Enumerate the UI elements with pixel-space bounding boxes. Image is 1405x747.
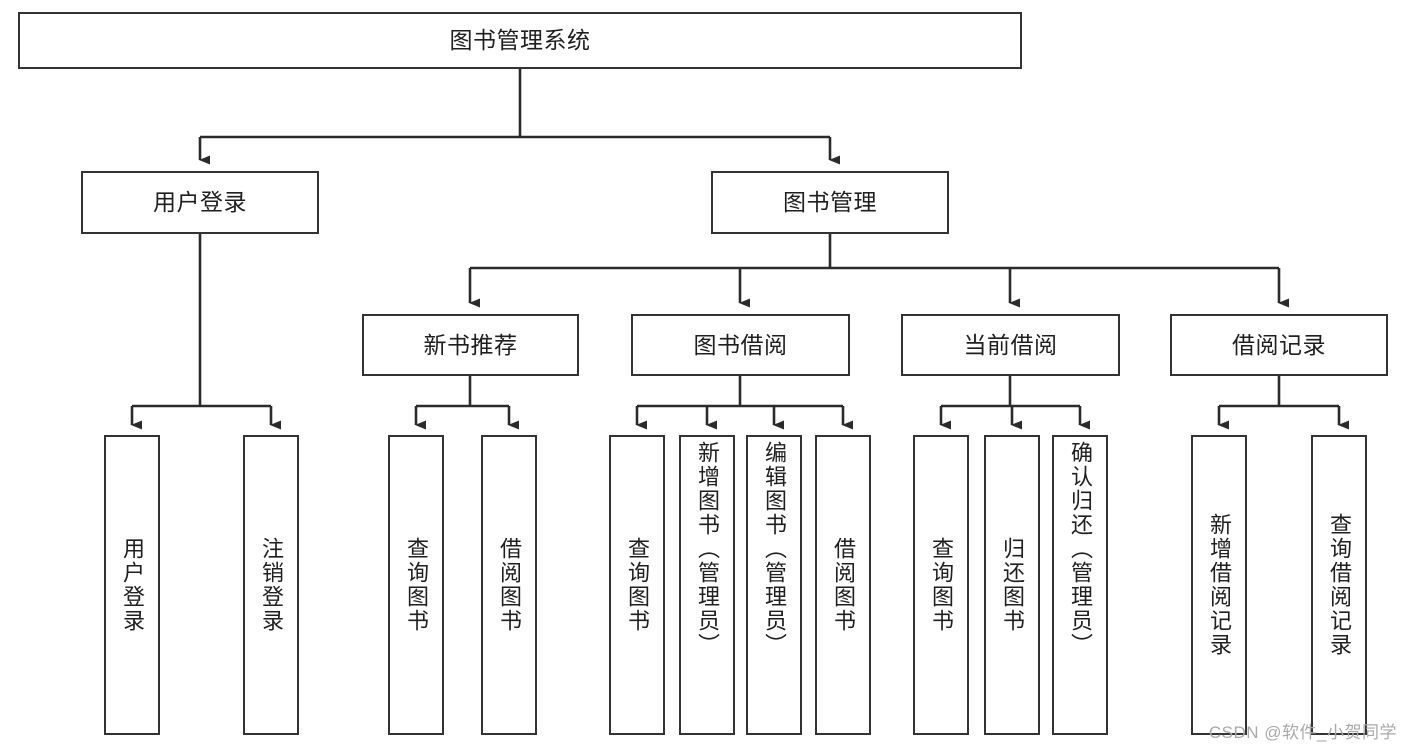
node-user-login[interactable]: 用户登录 (81, 171, 319, 234)
node-current-borrow[interactable]: 当前借阅 (901, 314, 1120, 376)
leaf-return-book-label: 归还图书 (999, 537, 1025, 633)
leaf-add-borrow-record[interactable]: 新增借阅记录 (1191, 435, 1247, 735)
node-user-login-label: 用户登录 (153, 189, 247, 216)
leaf-query-book-borrow-label: 查询图书 (624, 537, 650, 633)
node-book-borrow[interactable]: 图书借阅 (631, 314, 850, 376)
leaf-query-book-current[interactable]: 查询图书 (913, 435, 969, 735)
node-book-manage-label: 图书管理 (783, 189, 877, 216)
leaf-borrow-book[interactable]: 借阅图书 (815, 435, 871, 735)
leaf-query-borrow-record[interactable]: 查询借阅记录 (1311, 435, 1367, 735)
leaf-borrow-book-recommend[interactable]: 借阅图书 (481, 435, 537, 735)
leaf-query-book-recommend[interactable]: 查询图书 (388, 435, 444, 735)
leaf-query-book-borrow[interactable]: 查询图书 (609, 435, 665, 735)
leaf-borrow-book-recommend-label: 借阅图书 (496, 537, 522, 633)
node-book-borrow-label: 图书借阅 (693, 331, 788, 358)
node-current-borrow-label: 当前借阅 (963, 331, 1058, 358)
leaf-edit-book-admin-label: 编辑图书（管理员） (761, 441, 787, 657)
node-book-manage[interactable]: 图书管理 (711, 171, 949, 234)
leaf-user-logout[interactable]: 注销登录 (243, 435, 299, 735)
leaf-user-logout-label: 注销登录 (258, 537, 284, 633)
leaf-query-borrow-record-label: 查询借阅记录 (1326, 513, 1352, 657)
node-new-book-recommend[interactable]: 新书推荐 (362, 314, 579, 376)
node-root-label: 图书管理系统 (449, 27, 591, 54)
node-root[interactable]: 图书管理系统 (18, 12, 1022, 69)
leaf-add-book-admin-label: 新增图书（管理员） (694, 441, 720, 657)
leaf-query-book-recommend-label: 查询图书 (403, 537, 429, 633)
leaf-add-book-admin[interactable]: 新增图书（管理员） (679, 435, 735, 735)
leaf-user-login-label: 用户登录 (119, 537, 145, 633)
leaf-return-book[interactable]: 归还图书 (984, 435, 1040, 735)
watermark: CSDN @软件_小贺同学 (1208, 723, 1397, 742)
leaf-user-login[interactable]: 用户登录 (104, 435, 160, 735)
node-new-book-recommend-label: 新书推荐 (423, 331, 518, 358)
leaf-add-borrow-record-label: 新增借阅记录 (1206, 513, 1232, 657)
node-borrow-record-label: 借阅记录 (1232, 331, 1326, 358)
node-borrow-record[interactable]: 借阅记录 (1170, 314, 1388, 376)
leaf-edit-book-admin[interactable]: 编辑图书（管理员） (746, 435, 802, 735)
leaf-query-book-current-label: 查询图书 (928, 537, 954, 633)
leaf-confirm-return-admin[interactable]: 确认归还（管理员） (1052, 435, 1108, 735)
leaf-confirm-return-admin-label: 确认归还（管理员） (1067, 441, 1093, 657)
leaf-borrow-book-label: 借阅图书 (830, 537, 856, 633)
